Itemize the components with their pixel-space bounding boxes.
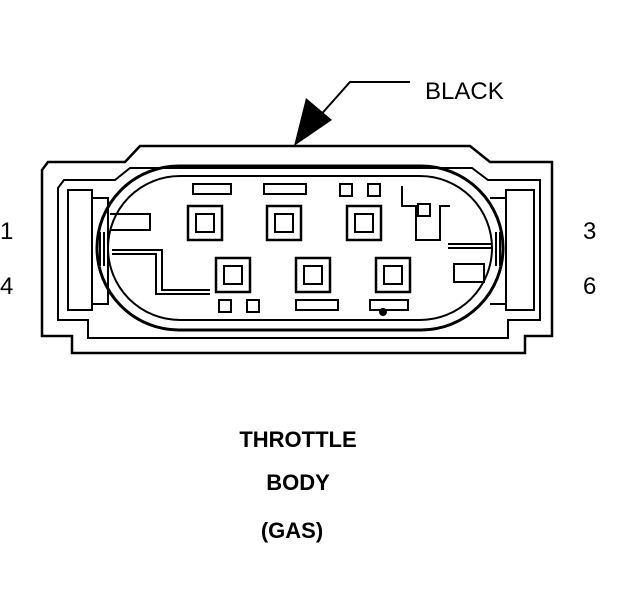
marker-slot-top-5 [417,203,431,217]
marker-slot-top-2 [263,183,307,195]
cavity-outer-oval [95,164,505,332]
marker-slot-top-1 [192,183,232,195]
wire-color-label: BLACK [425,78,504,105]
right-key-notch [401,186,450,241]
callout-leader-line [317,81,410,119]
marker-dot [379,308,387,316]
marker-slot-bottom-2 [246,299,260,313]
marker-slot-top-4 [367,183,381,197]
left-rib-upper [110,213,151,231]
pin-cavity-6 [374,256,412,294]
pin-cavity-1 [186,204,224,242]
pin-label-4: 4 [0,273,13,300]
right-side-slot [495,232,501,266]
marker-slot-bottom-4 [369,299,409,311]
caption-line-2: BODY [266,470,330,495]
right-rib-tab [453,263,485,283]
housing-outer-outline [40,144,554,355]
caption-line-1: THROTTLE [239,427,356,452]
pin-label-3: 3 [583,218,596,245]
callout-arrowhead [294,98,332,146]
pin-cavity-3 [345,204,383,242]
terminal-pins [186,204,412,294]
top-markers [192,183,431,217]
pin-cavity-4 [214,256,252,294]
left-latch [67,189,109,311]
pin-cavity-5 [294,256,332,294]
housing-inner-outline [57,167,541,339]
pin-label-1: 1 [0,218,13,245]
bottom-markers [218,299,409,316]
cavity-inner-oval [107,175,493,321]
marker-slot-bottom-3 [295,299,339,311]
pin-cavity-2 [265,204,303,242]
left-side-slot [99,232,105,266]
cavity-keying [99,186,501,295]
right-latch [490,189,535,311]
left-rib-step [112,249,210,295]
right-rib-lower [448,243,492,249]
marker-slot-top-3 [339,183,353,197]
pin-label-6: 6 [583,273,596,300]
wire-color-callout: BLACK [294,78,504,146]
caption-line-3: (GAS) [261,518,323,543]
marker-slot-bottom-1 [218,299,232,313]
connector-housing [40,144,554,355]
